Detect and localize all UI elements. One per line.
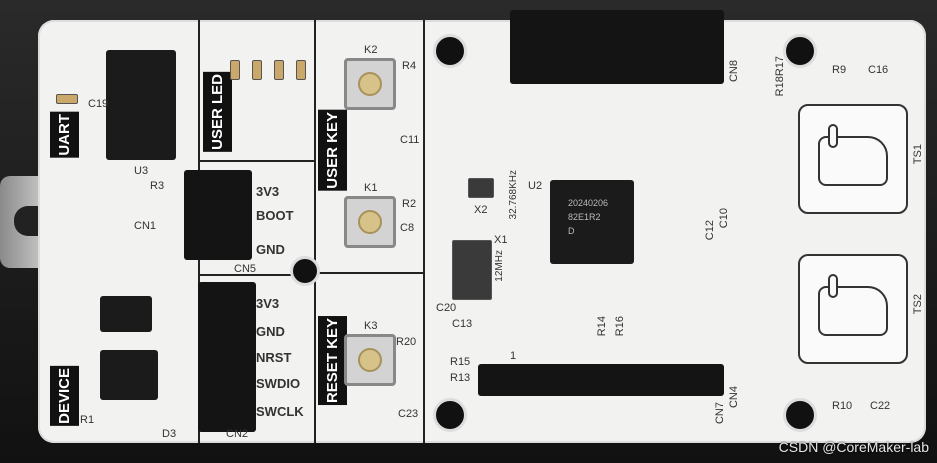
r16-label: R16 (614, 316, 626, 337)
user-led-label: USER LED (203, 72, 232, 152)
c13-label: C13 (452, 318, 473, 330)
ts2-label: TS2 (912, 294, 924, 315)
x1-label: X1 (494, 234, 508, 246)
x2-label: X2 (474, 204, 488, 216)
c23-label: C23 (398, 408, 419, 420)
c12-label: C12 (704, 220, 716, 241)
touch-pad-ts1[interactable] (798, 104, 908, 214)
crystal-32k (468, 178, 494, 198)
pcb-board: UART USER LED USER KEY RESET KEY DEVICE … (38, 10, 926, 443)
crystal-12m (452, 240, 492, 300)
k1-key[interactable] (344, 196, 396, 248)
finger-icon (828, 124, 838, 148)
mounting-hole (433, 398, 467, 432)
swd-nrst-label: NRST (256, 350, 292, 365)
led (230, 60, 240, 80)
uart-chip (106, 50, 176, 160)
r1-label: R1 (80, 414, 95, 426)
r15-label: R15 (450, 356, 471, 368)
swd-3v3-label: 3V3 (256, 296, 280, 311)
c19-label: C19 (88, 98, 109, 110)
mounting-hole (783, 398, 817, 432)
chip-marking-1: 20240206 (568, 198, 609, 208)
regulator-chip (100, 350, 158, 400)
r9-label: R9 (832, 64, 847, 76)
k3-cap (358, 348, 382, 372)
r4-label: R4 (402, 60, 417, 72)
k2-key[interactable] (344, 58, 396, 110)
swd-header (198, 282, 256, 432)
touch-pad-ts2[interactable] (798, 254, 908, 364)
r2-label: R2 (402, 198, 417, 210)
cn8-label: CN8 (728, 60, 740, 83)
c11-label: C11 (400, 134, 420, 146)
k2-label: K2 (364, 44, 378, 56)
chip-marking-3: D (568, 226, 575, 236)
k3-key[interactable] (344, 334, 396, 386)
mounting-hole (290, 256, 320, 286)
swd-swclk-label: SWCLK (256, 404, 304, 419)
ts1-label: TS1 (912, 144, 924, 165)
swd-swdio-label: SWDIO (256, 376, 301, 391)
mounting-hole (433, 34, 467, 68)
pin1-label: 1 (510, 350, 517, 362)
device-label: DEVICE (50, 366, 79, 426)
d3-label: D3 (162, 428, 177, 440)
r10-label: R10 (832, 400, 853, 412)
crystal-32k-label: 32.768KHz (508, 170, 519, 220)
k1-label: K1 (364, 182, 378, 194)
r13-label: R13 (450, 372, 471, 384)
mounting-hole (783, 34, 817, 68)
reset-key-label: RESET KEY (318, 316, 347, 406)
divider-line (423, 20, 425, 443)
mcu-chip (550, 180, 634, 264)
r3-label: R3 (150, 180, 165, 192)
c16-label: C16 (868, 64, 889, 76)
k3-label: K3 (364, 320, 378, 332)
divider-line (198, 160, 314, 162)
hand-icon (818, 286, 888, 336)
chip-marking-2: 82E1R2 (568, 212, 601, 222)
capacitor (56, 94, 78, 104)
c8-label: C8 (400, 222, 415, 234)
pin-3v3-label: 3V3 (256, 184, 280, 199)
led (296, 60, 306, 80)
c22-label: C22 (870, 400, 891, 412)
r20-label: R20 (396, 336, 417, 348)
pin-boot-label: BOOT (256, 208, 294, 223)
r14-label: R14 (596, 316, 608, 337)
u3-label: U3 (134, 165, 149, 177)
hand-icon (818, 136, 888, 186)
cn4-label: CN4 (728, 386, 740, 409)
u2-label: U2 (528, 180, 543, 192)
divider-line (198, 274, 314, 276)
diode-chip (100, 296, 152, 332)
cn2-label: CN2 (226, 428, 249, 440)
led (274, 60, 284, 80)
c10-label: C10 (718, 208, 730, 229)
crystal-12m-label: 12MHz (494, 250, 505, 282)
user-key-label: USER KEY (318, 110, 347, 191)
top-header (510, 10, 724, 84)
bottom-header (478, 364, 724, 396)
finger-icon (828, 274, 838, 298)
cn7-label: CN7 (714, 402, 726, 425)
k2-cap (358, 72, 382, 96)
r18r17-label: R18R17 (774, 56, 786, 97)
led (252, 60, 262, 80)
divider-line (314, 272, 423, 274)
boot-header (184, 170, 252, 260)
swd-gnd-label: GND (256, 324, 285, 339)
cn1-label: CN1 (134, 220, 157, 232)
divider-line (314, 20, 316, 443)
c20-label: C20 (436, 302, 457, 314)
pin-gnd-label: GND (256, 242, 285, 257)
k1-cap (358, 210, 382, 234)
watermark: CSDN @CoreMaker-lab (778, 439, 929, 455)
cn5-label: CN5 (234, 263, 257, 275)
uart-label: UART (50, 112, 79, 158)
